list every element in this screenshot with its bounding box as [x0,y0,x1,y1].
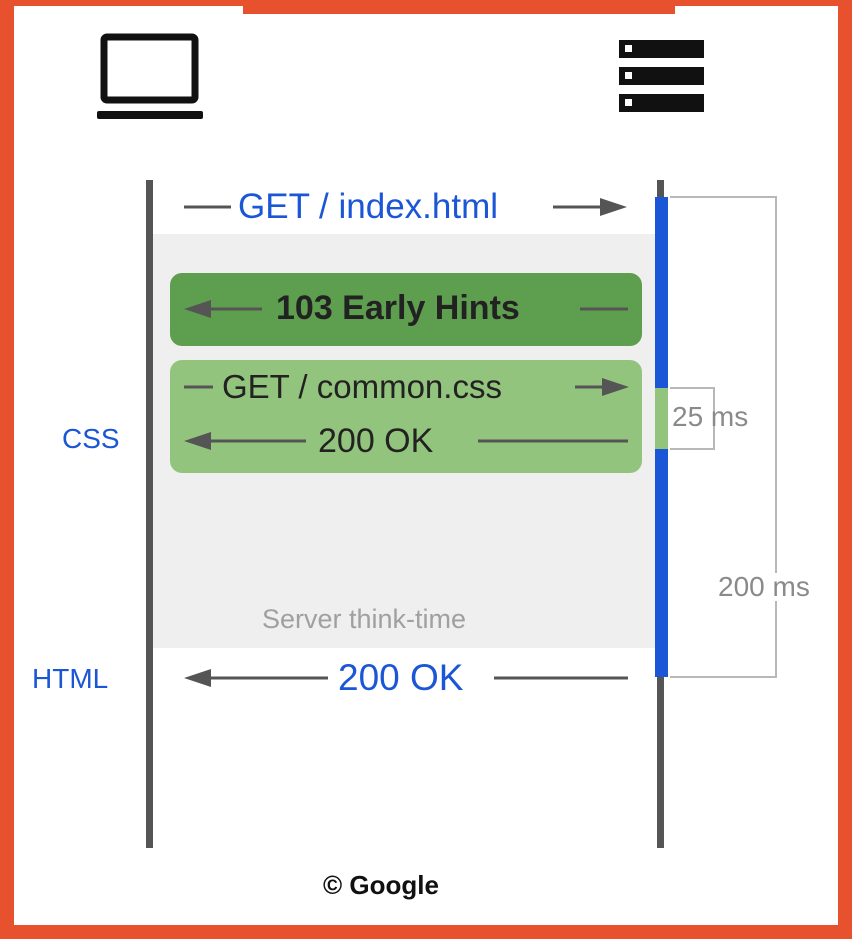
arrow-css-ok [184,432,628,450]
css-ok-label: 200 OK [318,422,434,460]
server-stack-icon [619,40,704,112]
arrow-get-css [184,378,629,396]
get-index-label: GET / index.html [238,187,499,226]
arrow-get-index [184,198,627,216]
total-timing-label: 200 ms [716,571,812,602]
early-hints-box [170,273,642,346]
css-timing-bracket [670,387,715,450]
total-timing-bracket [670,196,777,678]
css-exchange-box [170,360,642,473]
arrow-html-ok [184,669,628,687]
copyright-label: © Google [323,870,439,900]
laptop-icon [97,33,203,119]
css-timing-label: 25 ms [672,401,749,432]
html-ok-label: 200 OK [338,657,464,698]
side-label-css: CSS [62,423,120,454]
css-timing-segment [655,388,668,449]
side-label-html: HTML [32,663,109,694]
early-hints-label: 103 Early Hints [276,289,520,327]
arrow-early-hints [184,300,628,318]
think-time-label: Server think-time [262,604,467,634]
get-css-label: GET / common.css [222,368,502,405]
client-timeline [146,180,153,848]
